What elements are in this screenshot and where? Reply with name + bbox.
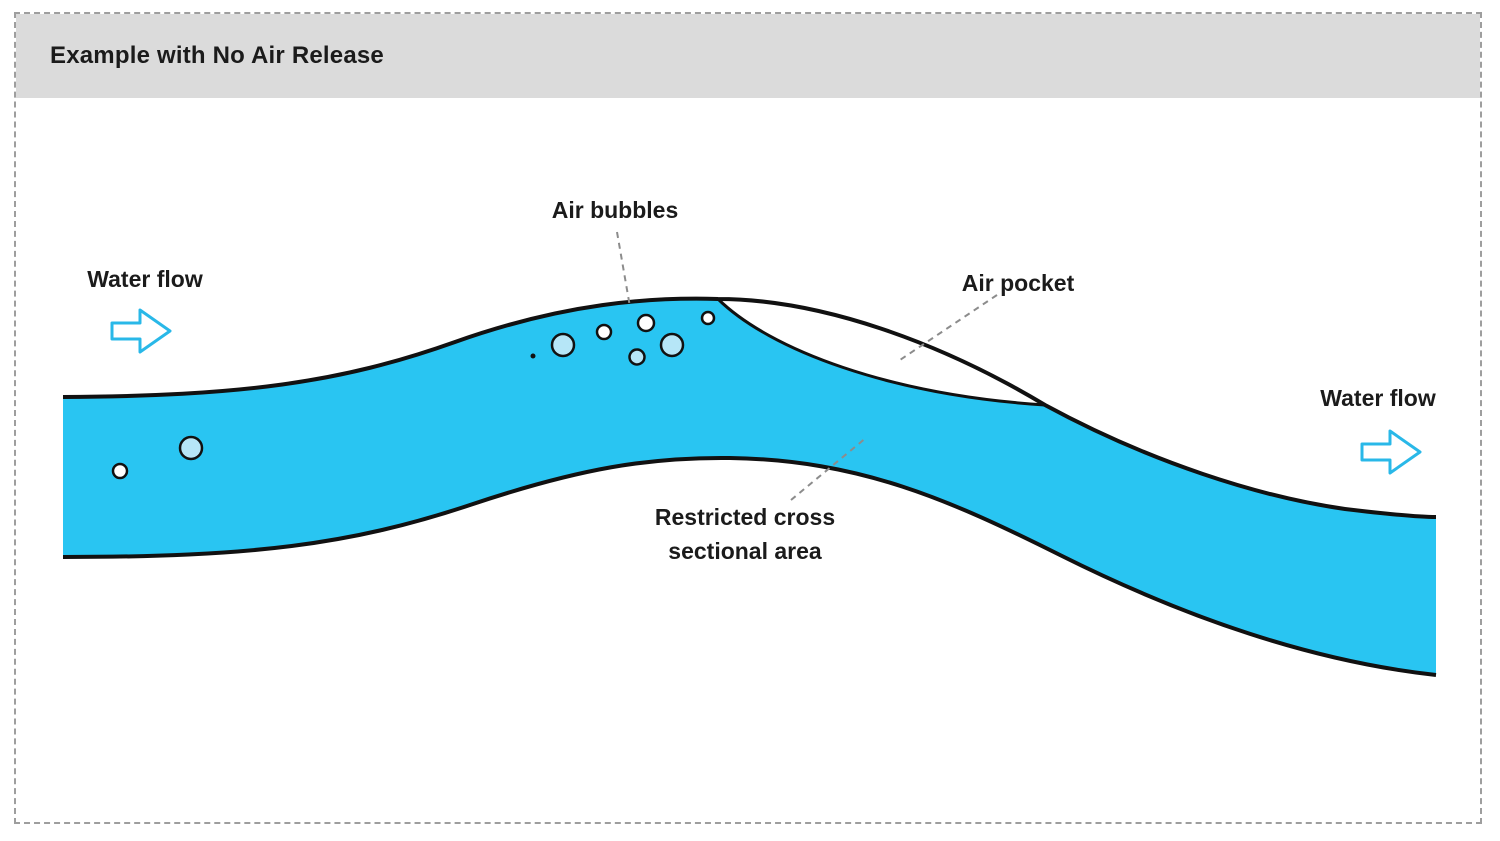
air-bubble <box>659 332 685 358</box>
air-bubble <box>111 462 129 480</box>
air-bubble <box>700 310 716 326</box>
leader-line-air-pocket <box>896 294 998 363</box>
diagram-title: Example with No Air Release <box>50 42 384 69</box>
air-bubble <box>178 435 204 461</box>
leader-line-restricted <box>790 436 868 501</box>
air-bubble <box>550 332 576 358</box>
label-air-bubbles: Air bubbles <box>552 197 679 223</box>
water-flow-arrow-right-icon <box>1360 429 1422 475</box>
label-air-pocket: Air pocket <box>962 270 1075 296</box>
pipe-top-wall <box>62 296 1437 519</box>
label-restricted-line2: sectional area <box>668 538 822 564</box>
label-water-flow-left: Water flow <box>87 266 203 292</box>
diagram-header: Example with No Air Release <box>16 14 1480 98</box>
air-bubble <box>636 313 656 333</box>
air-bubble <box>530 353 536 359</box>
label-restricted-line1: Restricted cross <box>655 504 835 530</box>
air-bubble <box>628 348 646 366</box>
pipe-bottom-wall <box>62 455 1437 677</box>
pipe-water-body <box>63 298 1436 675</box>
label-water-flow-right: Water flow <box>1320 385 1436 411</box>
air-bubble <box>595 323 613 341</box>
water-flow-arrow-left-icon <box>110 308 172 354</box>
leader-line-air-bubbles <box>616 231 631 308</box>
